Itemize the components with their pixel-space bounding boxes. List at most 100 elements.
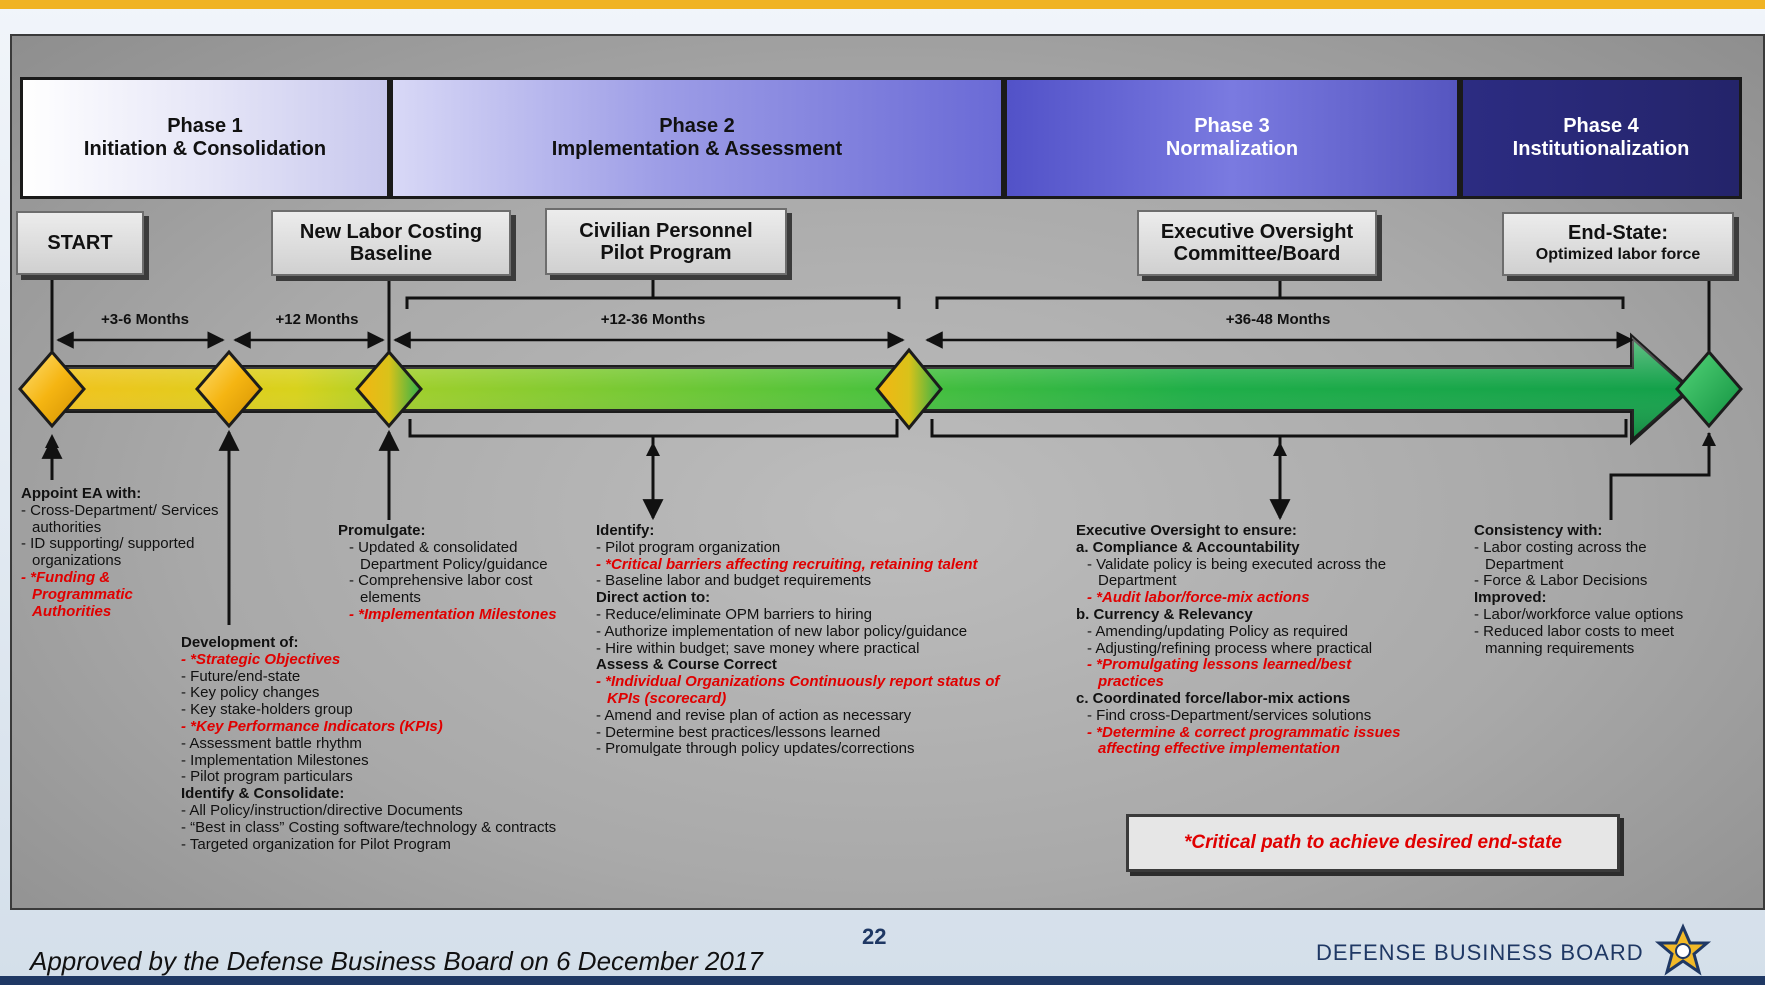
col-executive-oversight: Executive Oversight to ensure: a. Compli… [1076,522,1456,758]
diamond-baseline [355,349,423,429]
list-item: - Comprehensive labor cost elements [349,572,533,607]
col6-heading-2: Improved: [1474,589,1547,607]
critical-item: - *Implementation Milestones [349,605,557,623]
list-item: - ID supporting/ supported organizations [21,535,195,570]
list-item: - Labor/workforce value options [1474,605,1684,623]
phase-3-name: Phase 3 [1194,115,1270,137]
phase-4-title: Institutionalization [1512,138,1690,160]
col5-b-title: b. Currency & Relevancy [1076,605,1253,623]
milestone-pilot: Civilian Personnel Pilot Program [545,208,787,275]
diamond-start [18,349,86,429]
arrowheads [45,432,1716,456]
list-item: - Adjusting/refining process where pract… [1087,639,1373,657]
col4-heading-2: Direct action to: [596,589,711,607]
phase-3-header: Phase 3 Normalization [1004,77,1460,199]
list-item: - Promulgate through policy updates/corr… [596,740,915,758]
connector-lines [41,278,1711,625]
col-identify: Identify: - Pilot program organization -… [596,522,1046,758]
list-item: - Validate policy is being executed acro… [1087,555,1387,590]
list-item: - Amending/updating Policy as required [1087,622,1348,640]
defense-business-board-star-logo [1654,923,1712,976]
organization-name: DEFENSE BUSINESS BOARD [1316,940,1644,965]
milestone-end-state: End-State: Optimized labor force [1502,212,1734,276]
phase-1-title: Initiation & Consolidation [83,138,327,160]
milestone-pilot-line2: Pilot Program [600,241,732,264]
critical-item: - *Funding & Programmatic Authorities [21,568,133,620]
col5-a-title: a. Compliance & Accountability [1076,538,1300,556]
duration-4: +36-48 Months [1225,311,1331,328]
list-item: - Targeted organization for Pilot Progra… [181,835,451,853]
bottom-accent-bar [0,976,1765,985]
list-item: - Key stake-holders group [181,701,353,719]
phase-3-title: Normalization [1165,138,1299,160]
col2-heading-2: Identify & Consolidate: [181,785,345,803]
list-item: - All Policy/instruction/directive Docum… [181,801,463,819]
milestone-start: START [16,211,144,275]
critical-item: - *Determine & correct programmatic issu… [1087,723,1401,758]
list-item: - Key policy changes [181,684,320,702]
critical-item: - *Promulgating lessons learned/best pra… [1087,656,1352,691]
phase-4-name: Phase 4 [1563,115,1639,137]
milestone-baseline-line2: Baseline [349,243,433,265]
top-accent-bar [0,0,1765,9]
critical-item: - *Strategic Objectives [181,650,341,668]
list-item: - Amend and revise plan of action as nec… [596,706,912,724]
critical-item: - *Audit labor/force-mix actions [1087,589,1310,607]
diamond-end-state [1675,349,1743,429]
phase-2-title: Implementation & Assessment [551,138,843,160]
diamond-3-6-months [195,349,263,429]
duration-3: +12-36 Months [600,311,706,328]
milestone-pilot-line1: Civilian Personnel [579,219,753,242]
col3-heading: Promulgate: [338,522,426,539]
duration-1: +3-6 Months [101,311,189,328]
col6-heading-1: Consistency with: [1474,522,1603,539]
list-item: - Pilot program organization [596,538,781,556]
milestone-start-label: START [47,232,113,254]
list-item: - Cross-Department/ Services authorities [21,501,219,536]
critical-item: - *Key Performance Indicators (KPIs) [181,717,443,735]
list-item: - Pilot program particulars [181,768,353,786]
phase-2-name: Phase 2 [659,115,735,137]
phase-2-header: Phase 2 Implementation & Assessment [390,77,1004,199]
col-development: Development of: - *Strategic Objectives … [181,634,621,853]
phase-1-name: Phase 1 [167,115,243,137]
diamond-pilot [875,347,943,431]
col4-heading-1: Identify: [596,522,655,539]
col-promulgate: Promulgate: - Updated & consolidated Dep… [338,522,578,624]
list-item: - Authorize implementation of new labor … [596,622,968,640]
col2-heading-1: Development of: [181,634,299,651]
col4-heading-3: Assess & Course Correct [596,656,777,674]
milestone-committee: Executive Oversight Committee/Board [1137,210,1377,276]
milestone-end-state-line1: End-State: [1568,222,1668,244]
milestone-committee-line2: Committee/Board [1173,243,1341,265]
milestone-end-state-line2: Optimized labor force [1535,246,1701,263]
duration-2: +12 Months [275,311,359,328]
milestone-committee-line1: Executive Oversight [1160,221,1354,243]
list-item: - Future/end-state [181,667,301,685]
list-item: - Labor costing across the Department [1474,538,1647,573]
list-item: - Force & Labor Decisions [1474,572,1648,590]
col5-c-title: c. Coordinated force/labor-mix actions [1076,689,1351,707]
legend-text: *Critical path to achieve desired end-st… [1183,832,1562,853]
critical-path-legend: *Critical path to achieve desired end-st… [1126,814,1620,872]
list-item: - Updated & consolidated Department Poli… [349,538,548,573]
col5-heading: Executive Oversight to ensure: [1076,522,1297,539]
milestone-baseline: New Labor Costing Baseline [271,210,511,276]
col1-heading: Appoint EA with: [21,485,142,502]
milestone-baseline-line1: New Labor Costing [299,221,483,243]
col-consistency: Consistency with: - Labor costing across… [1474,522,1724,657]
list-item: - Hire within budget; save money where p… [596,639,920,657]
list-item: - “Best in class” Costing software/techn… [181,818,557,836]
phase-1-header: Phase 1 Initiation & Consolidation [20,77,390,199]
list-item: - Reduced labor costs to meet manning re… [1474,622,1675,657]
approval-note: Approved by the Defense Business Board o… [30,946,763,976]
list-item: - Baseline labor and budget requirements [596,572,872,590]
col-appoint-ea: Appoint EA with: - Cross-Department/ Ser… [21,485,231,620]
list-item: - Find cross-Department/services solutio… [1087,706,1372,724]
page-number: 22 [862,924,887,949]
critical-item: - *Individual Organizations Continuously… [596,673,1000,707]
list-item: - Assessment battle rhythm [181,734,362,752]
list-item: - Implementation Milestones [181,751,369,769]
list-item: - Determine best practices/lessons learn… [596,723,881,741]
